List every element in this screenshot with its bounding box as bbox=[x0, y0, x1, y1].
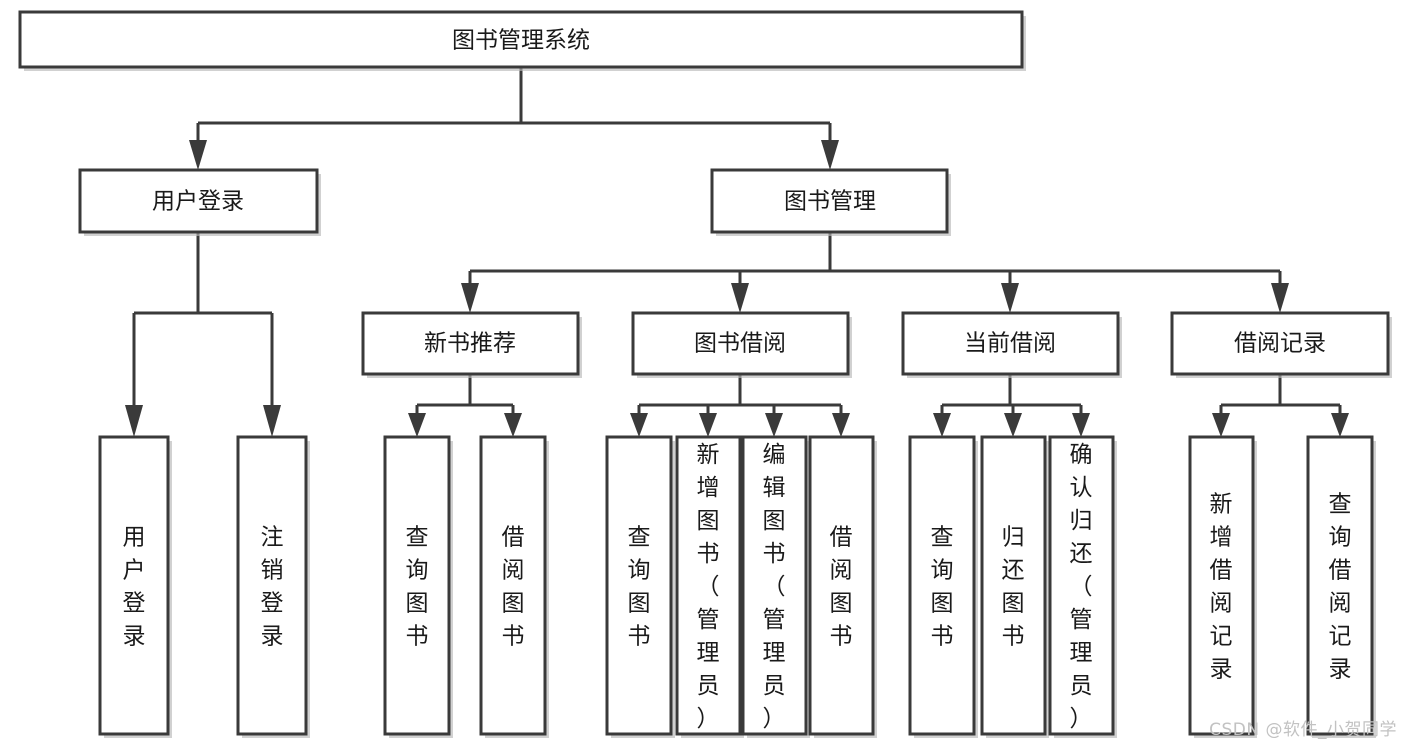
node-leaf-logout[interactable]: 注销登录 bbox=[236, 435, 308, 736]
arrowhead-user-login bbox=[189, 140, 207, 170]
node-leaf-borrow-book-newbook[interactable]: 借阅图书 bbox=[479, 435, 547, 736]
arrowhead-book-manage bbox=[821, 140, 839, 170]
node-leaf-edit-book-admin[interactable]: 编辑图书（管理员） bbox=[741, 435, 808, 736]
node-leaf-return-book[interactable]: 归还图书 bbox=[980, 435, 1047, 736]
node-label: 借阅图书 bbox=[502, 525, 525, 650]
node-box bbox=[98, 435, 170, 736]
node-leaf-add-borrow-record[interactable]: 新增借阅记录 bbox=[1188, 435, 1255, 736]
node-label: 图书借阅 bbox=[694, 331, 786, 357]
node-label: 编辑图书（管理员） bbox=[763, 442, 786, 732]
node-leaf-confirm-return-admin[interactable]: 确认归还（管理员） bbox=[1048, 435, 1115, 736]
node-box bbox=[1306, 435, 1374, 736]
node-box bbox=[908, 435, 976, 736]
node-label: 借阅记录 bbox=[1234, 331, 1326, 357]
node-label: 查询图书 bbox=[406, 525, 429, 650]
node-label: 用户登录 bbox=[152, 189, 244, 215]
node-leaf-add-book-admin[interactable]: 新增图书（管理员） bbox=[675, 435, 742, 736]
node-leaf-borrow-book-borrow[interactable]: 借阅图书 bbox=[808, 435, 875, 736]
connector-layer bbox=[132, 67, 1342, 413]
arrowhead-leaf-borrow-0 bbox=[630, 413, 648, 437]
node-root-book-management-system[interactable]: 图书管理系统 bbox=[18, 10, 1024, 69]
arrowhead-leaf-record-1 bbox=[1331, 413, 1349, 437]
arrowhead-layer bbox=[125, 140, 1349, 437]
node-box bbox=[901, 311, 1120, 376]
node-box bbox=[236, 435, 308, 736]
arrowhead-leaf-newbook-0 bbox=[408, 413, 426, 437]
node-box bbox=[808, 435, 875, 736]
node-label: 注销登录 bbox=[261, 525, 284, 650]
node-label: 用户登录 bbox=[123, 525, 146, 650]
node-label: 新增借阅记录 bbox=[1210, 492, 1233, 683]
node-box bbox=[1188, 435, 1255, 736]
arrowhead-leaf-user-1 bbox=[263, 405, 281, 437]
node-box bbox=[1048, 435, 1115, 736]
arrowhead-level3-0 bbox=[461, 283, 479, 313]
node-leaf-query-book-newbook[interactable]: 查询图书 bbox=[383, 435, 451, 736]
arrowhead-leaf-borrow-2 bbox=[765, 413, 783, 437]
node-box bbox=[605, 435, 673, 736]
node-label: 当前借阅 bbox=[964, 331, 1056, 357]
node-box bbox=[631, 311, 850, 376]
node-leaf-query-borrow-record[interactable]: 查询借阅记录 bbox=[1306, 435, 1374, 736]
node-label: 新书推荐 bbox=[424, 331, 516, 357]
node-user-login[interactable]: 用户登录 bbox=[78, 168, 319, 234]
node-book-management[interactable]: 图书管理 bbox=[710, 168, 949, 234]
node-label: 归还图书 bbox=[1002, 525, 1025, 650]
node-leaf-query-book-borrow[interactable]: 查询图书 bbox=[605, 435, 673, 736]
arrowhead-level3-3 bbox=[1271, 283, 1289, 313]
node-box bbox=[383, 435, 451, 736]
node-box bbox=[361, 311, 580, 376]
node-box bbox=[675, 435, 742, 736]
arrowhead-leaf-user-0 bbox=[125, 405, 143, 437]
node-box bbox=[1170, 311, 1390, 376]
node-label: 查询图书 bbox=[628, 525, 651, 650]
node-book-borrow[interactable]: 图书借阅 bbox=[631, 311, 850, 376]
node-box bbox=[18, 10, 1024, 69]
arrowhead-level3-2 bbox=[1001, 283, 1019, 313]
node-leaf-user-login[interactable]: 用户登录 bbox=[98, 435, 170, 736]
arrowhead-leaf-current-2 bbox=[1072, 413, 1090, 437]
node-label: 查询借阅记录 bbox=[1329, 492, 1352, 683]
node-label: 图书管理 bbox=[784, 189, 876, 215]
node-box bbox=[479, 435, 547, 736]
node-leaf-query-book-current[interactable]: 查询图书 bbox=[908, 435, 976, 736]
node-box bbox=[78, 168, 319, 234]
node-borrow-record[interactable]: 借阅记录 bbox=[1170, 311, 1390, 376]
arrowhead-leaf-newbook-1 bbox=[504, 413, 522, 437]
node-label: 新增图书（管理员） bbox=[697, 442, 720, 732]
node-new-book-recommend[interactable]: 新书推荐 bbox=[361, 311, 580, 376]
node-label: 确认归还（管理员） bbox=[1070, 442, 1093, 732]
node-box bbox=[710, 168, 949, 234]
arrowhead-leaf-current-1 bbox=[1004, 413, 1022, 437]
arrowhead-leaf-record-0 bbox=[1212, 413, 1230, 437]
node-box bbox=[741, 435, 808, 736]
arrowhead-leaf-borrow-3 bbox=[832, 413, 850, 437]
node-label: 查询图书 bbox=[931, 525, 954, 650]
arrowhead-leaf-current-0 bbox=[933, 413, 951, 437]
arrowhead-leaf-borrow-1 bbox=[699, 413, 717, 437]
node-label: 图书管理系统 bbox=[452, 28, 590, 54]
node-box bbox=[980, 435, 1047, 736]
node-current-borrow[interactable]: 当前借阅 bbox=[901, 311, 1120, 376]
arrowhead-level3-1 bbox=[731, 283, 749, 313]
node-label: 借阅图书 bbox=[830, 525, 853, 650]
